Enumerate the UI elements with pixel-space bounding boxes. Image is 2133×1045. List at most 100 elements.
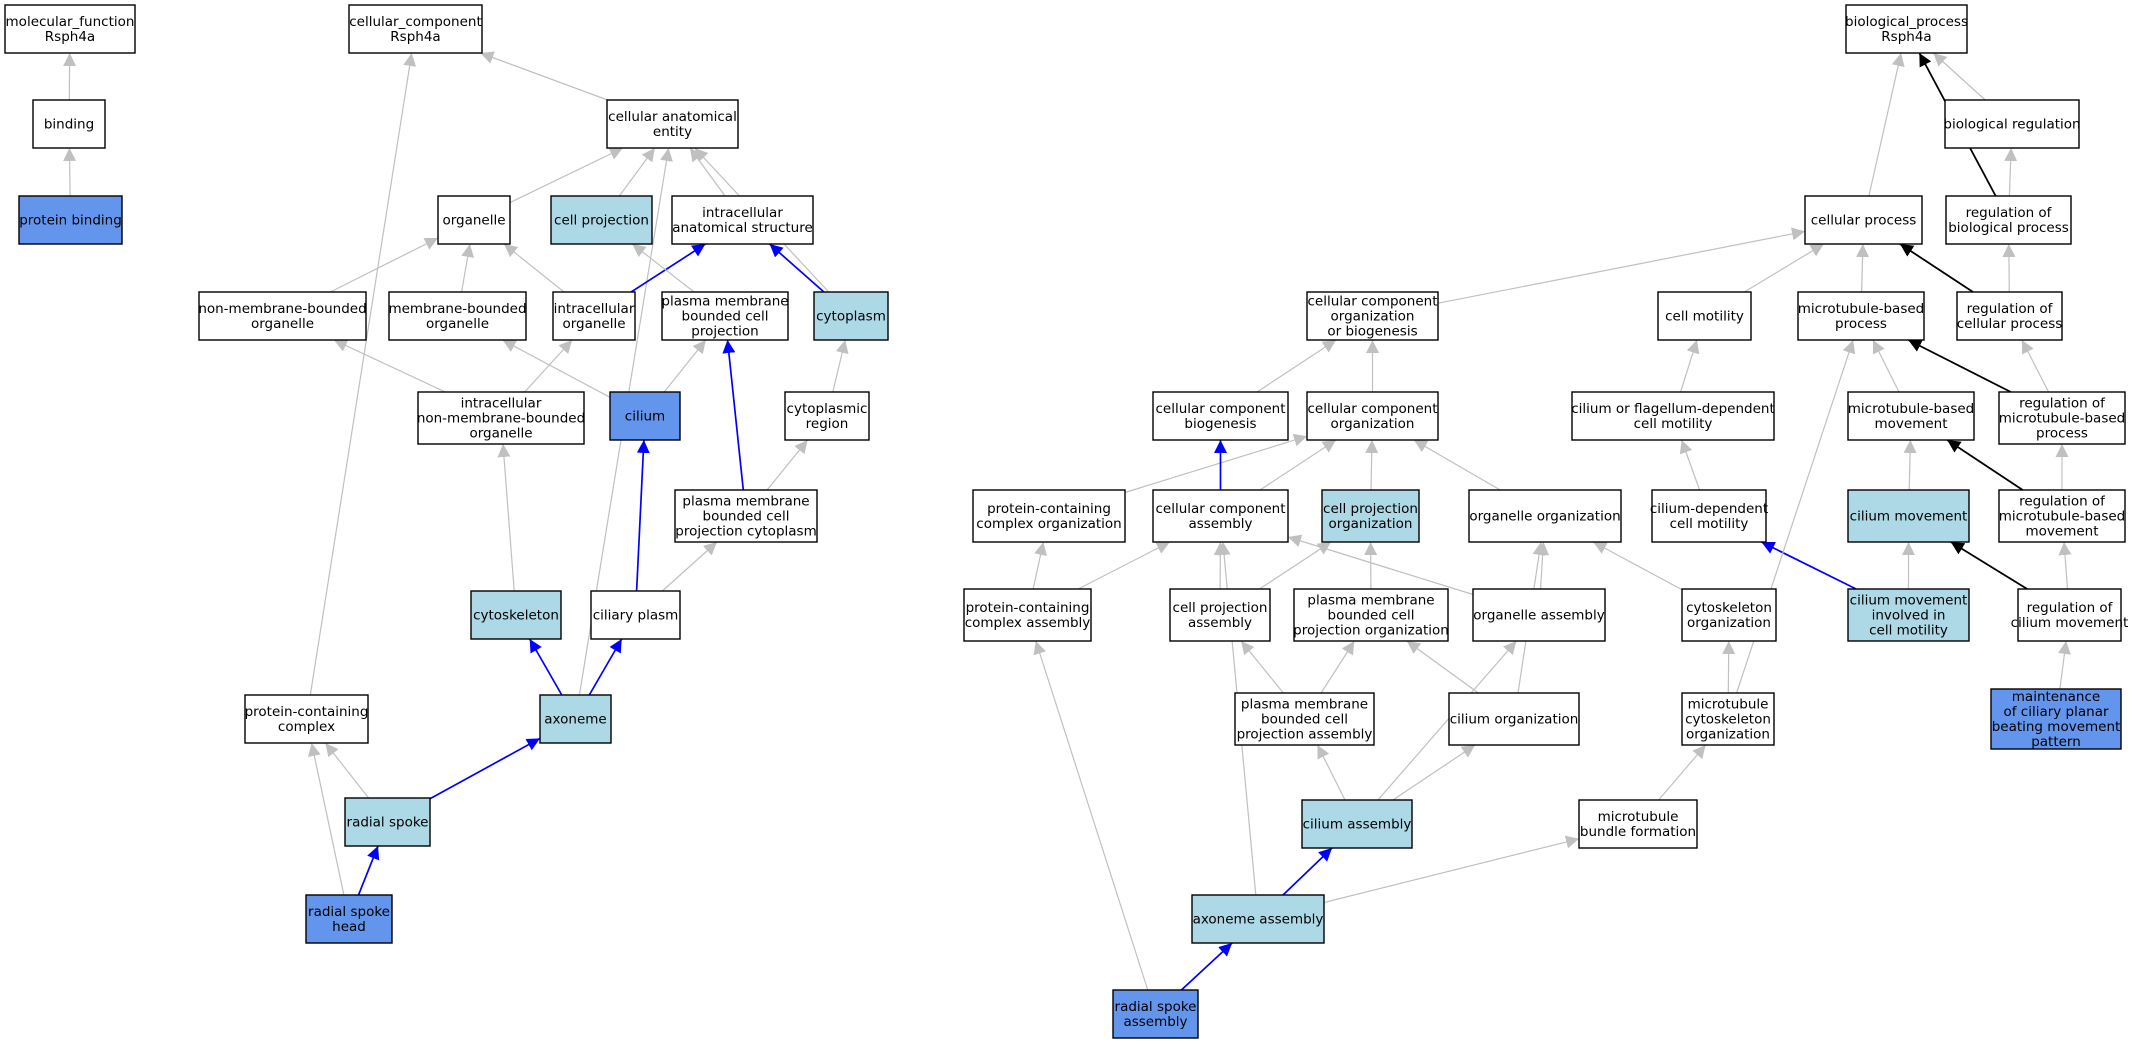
edge-is-a-cae-to-cc <box>480 51 608 101</box>
term-label-line: cellular anatomical <box>608 109 737 125</box>
term-node-cilasm[interactable]: cilium assembly <box>1301 799 1413 849</box>
term-node-bioreg[interactable]: biological regulation <box>1943 99 2081 149</box>
term-node-orgorg[interactable]: organelle organization <box>1468 489 1622 543</box>
term-label-line: microtubule <box>1598 809 1679 825</box>
edge-is-a-axasm-to-mtbf <box>1323 835 1580 904</box>
term-label-line: projection <box>691 324 758 340</box>
term-box <box>813 291 889 341</box>
edge-part-of-radialspoke-to-axoneme <box>429 737 541 800</box>
term-label-line: cellular process <box>1811 213 1917 229</box>
term-node-radialspoke[interactable]: radial spoke <box>344 797 431 847</box>
term-label-line: assembly <box>1188 516 1252 532</box>
term-label-line: movement <box>2025 524 2098 540</box>
term-box <box>1191 894 1325 944</box>
edge-is-a-pmbcpa-to-cpa <box>1240 640 1284 694</box>
term-node-cilorg[interactable]: cilium organization <box>1448 692 1580 746</box>
term-box <box>1681 588 1777 642</box>
term-node-cilium[interactable]: cilium <box>609 391 681 441</box>
term-node-cytoskeleton[interactable]: cytoskeleton <box>470 590 562 640</box>
term-label-line: plasma membrane <box>1241 697 1368 713</box>
edge-is-a-cilium-to-mbo <box>502 339 611 398</box>
term-box <box>388 291 527 341</box>
term-node-organelle[interactable]: organelle <box>437 195 511 245</box>
term-box <box>1571 391 1775 441</box>
term-label-line: regulation of <box>2019 396 2106 412</box>
term-label-line: cell motility <box>1869 623 1948 639</box>
term-box <box>1152 489 1289 543</box>
term-label-line: head <box>332 919 366 935</box>
term-node-axoneme[interactable]: axoneme <box>539 694 612 744</box>
term-node-inmbo[interactable]: intracellularnon-membrane-boundedorganel… <box>417 391 585 445</box>
term-box <box>552 291 636 341</box>
term-label-line: or biogenesis <box>1327 324 1417 340</box>
term-node-cellproc[interactable]: cellular process <box>1804 195 1923 245</box>
edge-is-a-ccbio-to-ccob <box>1256 339 1337 393</box>
term-label-line: cellular component <box>1155 501 1285 517</box>
term-box <box>972 489 1126 543</box>
term-label-line: Rsph4a <box>1881 29 1931 45</box>
term-node-cytoplasm[interactable]: cytoplasm <box>813 291 889 341</box>
term-box <box>198 291 367 341</box>
edge-is-a-cilasm-to-pmbcpa <box>1316 744 1346 801</box>
term-label-line: biological process <box>1948 220 2069 236</box>
term-node-axasm[interactable]: axoneme assembly <box>1191 894 1325 944</box>
term-node-cilmov[interactable]: cilium movement <box>1847 489 1970 543</box>
term-box <box>1847 588 1970 642</box>
term-node-cellproj[interactable]: cell projection <box>550 195 653 245</box>
term-node-binding[interactable]: binding <box>32 99 106 149</box>
term-node-orgasm[interactable]: organelle assembly <box>1472 588 1606 642</box>
term-node-ciliaryplasm[interactable]: ciliary plasm <box>590 590 681 640</box>
edge-is-a-mtcskorg-to-cskorg <box>1722 640 1736 694</box>
term-label-line: plasma membrane <box>682 494 809 510</box>
edge-is-a-cfdcm-to-cellmot <box>1680 339 1700 393</box>
edge-is-a-orgasm-to-orgorg <box>1536 541 1550 590</box>
term-label-line: cell projection <box>554 213 649 229</box>
term-label-line: assembly <box>1123 1014 1187 1030</box>
term-node-protbind[interactable]: protein binding <box>18 195 123 245</box>
term-node-cellmot[interactable]: cell motility <box>1657 291 1752 341</box>
term-label-line: intracellular <box>554 301 635 317</box>
term-label-line: ciliary plasm <box>593 608 679 624</box>
edge-is-a-radialspoke-to-protcomplex <box>324 742 370 799</box>
edge-part-of-cytoplasm-to-ias <box>769 243 825 293</box>
